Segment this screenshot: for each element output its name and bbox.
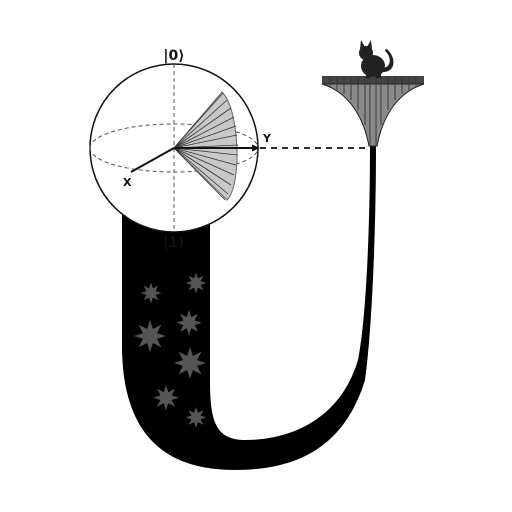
star-icon [185,407,207,428]
star-icon [176,310,202,336]
ket-zero-label: |0⟩ [163,48,184,64]
stars [134,272,207,428]
x-axis [130,147,175,173]
cat-icon [359,40,394,78]
bloch-sphere [89,63,260,233]
funnel [321,76,425,147]
star-icon [174,347,206,379]
funnel-body [321,83,425,147]
state-vectors [173,92,239,201]
funnel-ribs [329,76,417,145]
y-axis-arrowhead [252,144,260,152]
star-icon [185,272,207,294]
y-axis-label: Y [262,132,272,145]
x-axis-label: X [123,176,132,189]
equator-back [89,123,259,149]
star-icon [140,282,162,304]
funnel-rim [322,76,424,84]
star-icon [153,385,179,411]
star-icon [134,320,166,352]
state-cone-cap [173,91,238,201]
ket-one-label: |1⟩ [163,235,184,251]
